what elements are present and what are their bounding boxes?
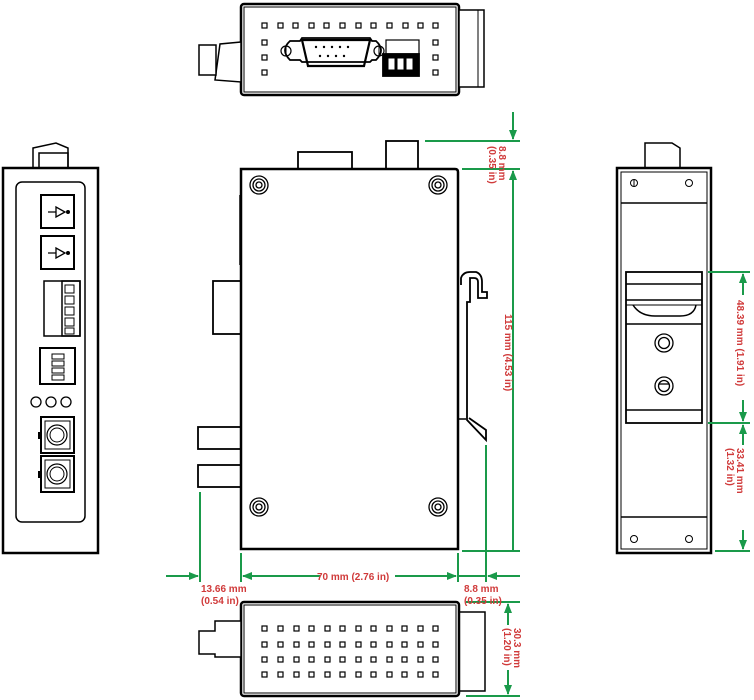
front-panel-view	[1, 142, 100, 555]
bottom-view	[198, 600, 486, 698]
port-icon-2	[40, 235, 75, 270]
vent-holes	[261, 22, 439, 76]
dim-right-protrusion-mm: 8.8 mm	[464, 584, 499, 595]
terminal-block	[382, 39, 420, 77]
port-icon-1	[40, 194, 75, 229]
dim-right-protrusion-in: (0.35 in)	[464, 596, 502, 607]
din-rail-clip	[625, 271, 703, 424]
dim-top-protrusion-in: (0.35 in)	[486, 146, 497, 184]
dim-left-protrusion-mm: 13.66 mm	[201, 584, 247, 595]
fiber-port-1	[38, 416, 75, 454]
dim-din-bottom-offset-in: (1.32 in)	[724, 448, 735, 486]
mounting-screws	[249, 175, 448, 517]
side-view	[197, 140, 488, 551]
din-clip-edge	[458, 9, 485, 88]
bottom-vent-grid	[261, 625, 439, 678]
dim-top-protrusion-mm: 8.8 mm	[496, 146, 507, 181]
dim-din-bottom-offset-mm: 33.41 mm	[734, 448, 745, 494]
dim-depth-mm: 30.3 mm	[511, 628, 522, 668]
dim-height: 115 mm (4.53 in)	[502, 314, 513, 391]
rear-din-rail-view	[615, 142, 713, 555]
dimension-labels: 8.8 mm (0.35 in) 115 mm (4.53 in) 13.66 …	[201, 146, 745, 668]
dim-left-protrusion-in: (0.54 in)	[201, 596, 239, 607]
dimension-lines	[166, 112, 750, 697]
db9-serial-port	[280, 37, 385, 68]
fiber-port-2	[38, 455, 75, 493]
left-connector-stub	[198, 41, 242, 83]
dim-din-clip-height: 48.39 mm (1.91 in)	[734, 300, 745, 386]
din-rail-clip-profile	[458, 271, 488, 443]
led-indicators	[30, 396, 72, 408]
front-terminal-block	[43, 280, 81, 337]
dip-switch	[39, 347, 76, 385]
dim-depth-in: (1.20 in)	[501, 628, 512, 666]
dim-width: 70 mm (2.76 in)	[317, 572, 389, 583]
top-view	[198, 2, 485, 97]
